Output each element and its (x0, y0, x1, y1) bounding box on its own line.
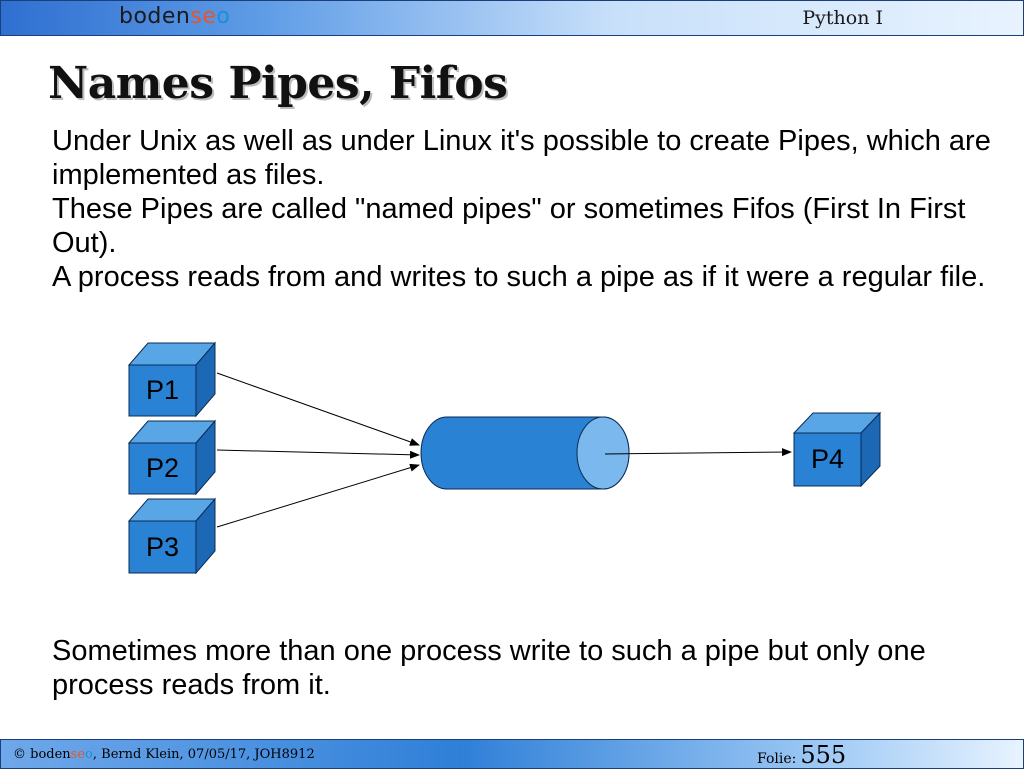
folie-number: 555 (800, 741, 847, 769)
folie-label: Folie: (757, 751, 797, 767)
copyright-se: se (70, 747, 86, 762)
process-box-p2: P2 (127, 419, 217, 496)
copyright-text: © bodenseo, Bernd Klein, 07/05/17, JOH89… (13, 747, 315, 762)
arrow-pipe-to-p4 (604, 448, 792, 457)
paragraph-read-write: A process reads from and writes to such … (52, 261, 986, 293)
bodenseo-logo: bodenseo (119, 4, 230, 29)
logo-text-main: boden (119, 4, 191, 29)
copyright-o: o (85, 747, 93, 762)
paragraph-multiple-writers: Sometimes more than one process write to… (52, 635, 926, 701)
copyright-suffix: , Bernd Klein, 07/05/17, JOH8912 (92, 747, 315, 762)
process-box-p1: P1 (127, 341, 217, 418)
named-pipe-cylinder (420, 416, 630, 490)
paragraph-intro: Under Unix as well as under Linux it's p… (52, 125, 991, 191)
course-title: Python I (802, 7, 883, 29)
process-label-p2: P2 (146, 453, 179, 483)
arrow-p1-to-pipe (216, 372, 420, 446)
process-box-p3: P3 (127, 497, 217, 575)
slide-title: Names Pipes, Fifos (48, 58, 508, 109)
paragraph-named-pipes: These Pipes are called "named pipes" or … (52, 193, 966, 259)
logo-text-o: o (216, 4, 231, 29)
process-label-p3: P3 (146, 532, 179, 562)
slide-number: Folie:555 (757, 741, 846, 769)
arrow-p2-to-pipe (216, 449, 420, 459)
process-label-p4: P4 (811, 444, 844, 474)
process-box-p4: P4 (792, 411, 882, 488)
header-bar: bodenseo Python I (0, 0, 1024, 36)
logo-text-se: se (190, 4, 217, 29)
footer-bar: © bodenseo, Bernd Klein, 07/05/17, JOH89… (0, 739, 1024, 769)
process-label-p1: P1 (146, 375, 179, 405)
arrow-p3-to-pipe (216, 463, 420, 528)
copyright-prefix: © boden (13, 747, 71, 762)
